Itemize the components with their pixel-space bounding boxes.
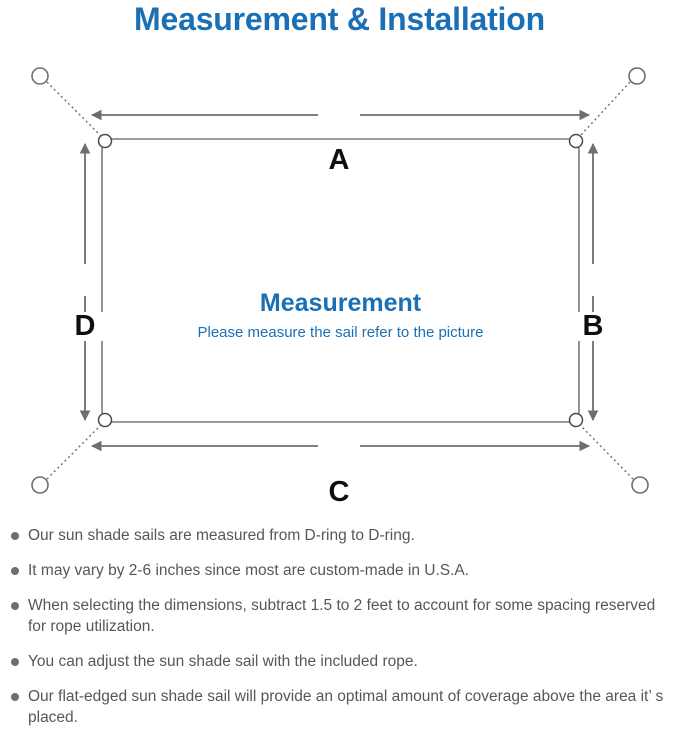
bullet-icon [11,602,19,610]
bullet-icon [11,693,19,701]
anchor-top-right-icon [628,67,646,85]
sail-center-heading: Measurement [259,289,422,317]
anchor-top-left-icon [31,67,49,85]
note-text: It may vary by 2-6 inches since most are… [28,562,470,579]
notes-list: Our sun shade sails are measured from D-… [0,525,679,742]
dimension-label-a: A [318,146,360,175]
list-item: You can adjust the sun shade sail with t… [0,651,679,672]
dimension-label-c: C [318,478,360,507]
list-item: It may vary by 2-6 inches since most are… [0,560,679,581]
d-ring-top-left-icon [97,133,113,149]
anchor-bottom-left-icon [31,476,49,494]
list-item: When selecting the dimensions, subtract … [0,595,679,637]
note-text: Our sun shade sails are measured from D-… [28,527,415,544]
d-ring-bottom-left-icon [97,412,113,428]
list-item: Our sun shade sails are measured from D-… [0,525,679,546]
bullet-icon [11,658,19,666]
dimension-label-d: D [66,312,104,341]
anchor-bottom-right-icon [631,476,649,494]
bullet-icon [11,567,19,575]
d-ring-top-right-icon [568,133,584,149]
note-text: You can adjust the sun shade sail with t… [28,653,418,670]
sail-center-text: Measurement Please measure the sail refe… [102,288,579,344]
note-text: Our flat-edged sun shade sail will provi… [28,688,664,726]
rope-lines [46,81,634,480]
bullet-icon [11,532,19,540]
note-text: When selecting the dimensions, subtract … [28,597,656,635]
sail-body [101,138,580,423]
d-ring-bottom-right-icon [568,412,584,428]
sail-center-subtext: Please measure the sail refer to the pic… [197,324,484,341]
rope-top-right [579,81,631,137]
list-item: Our flat-edged sun shade sail will provi… [0,686,679,728]
rope-bottom-left [46,424,102,480]
rope-bottom-right [579,424,634,480]
page-title: Measurement & Installation [134,1,545,37]
rope-top-left [46,81,102,137]
dimension-label-b: B [574,312,612,341]
sun-shade-sail-measurement-diagram: A C D B Measurement Please measure the s… [0,48,679,518]
